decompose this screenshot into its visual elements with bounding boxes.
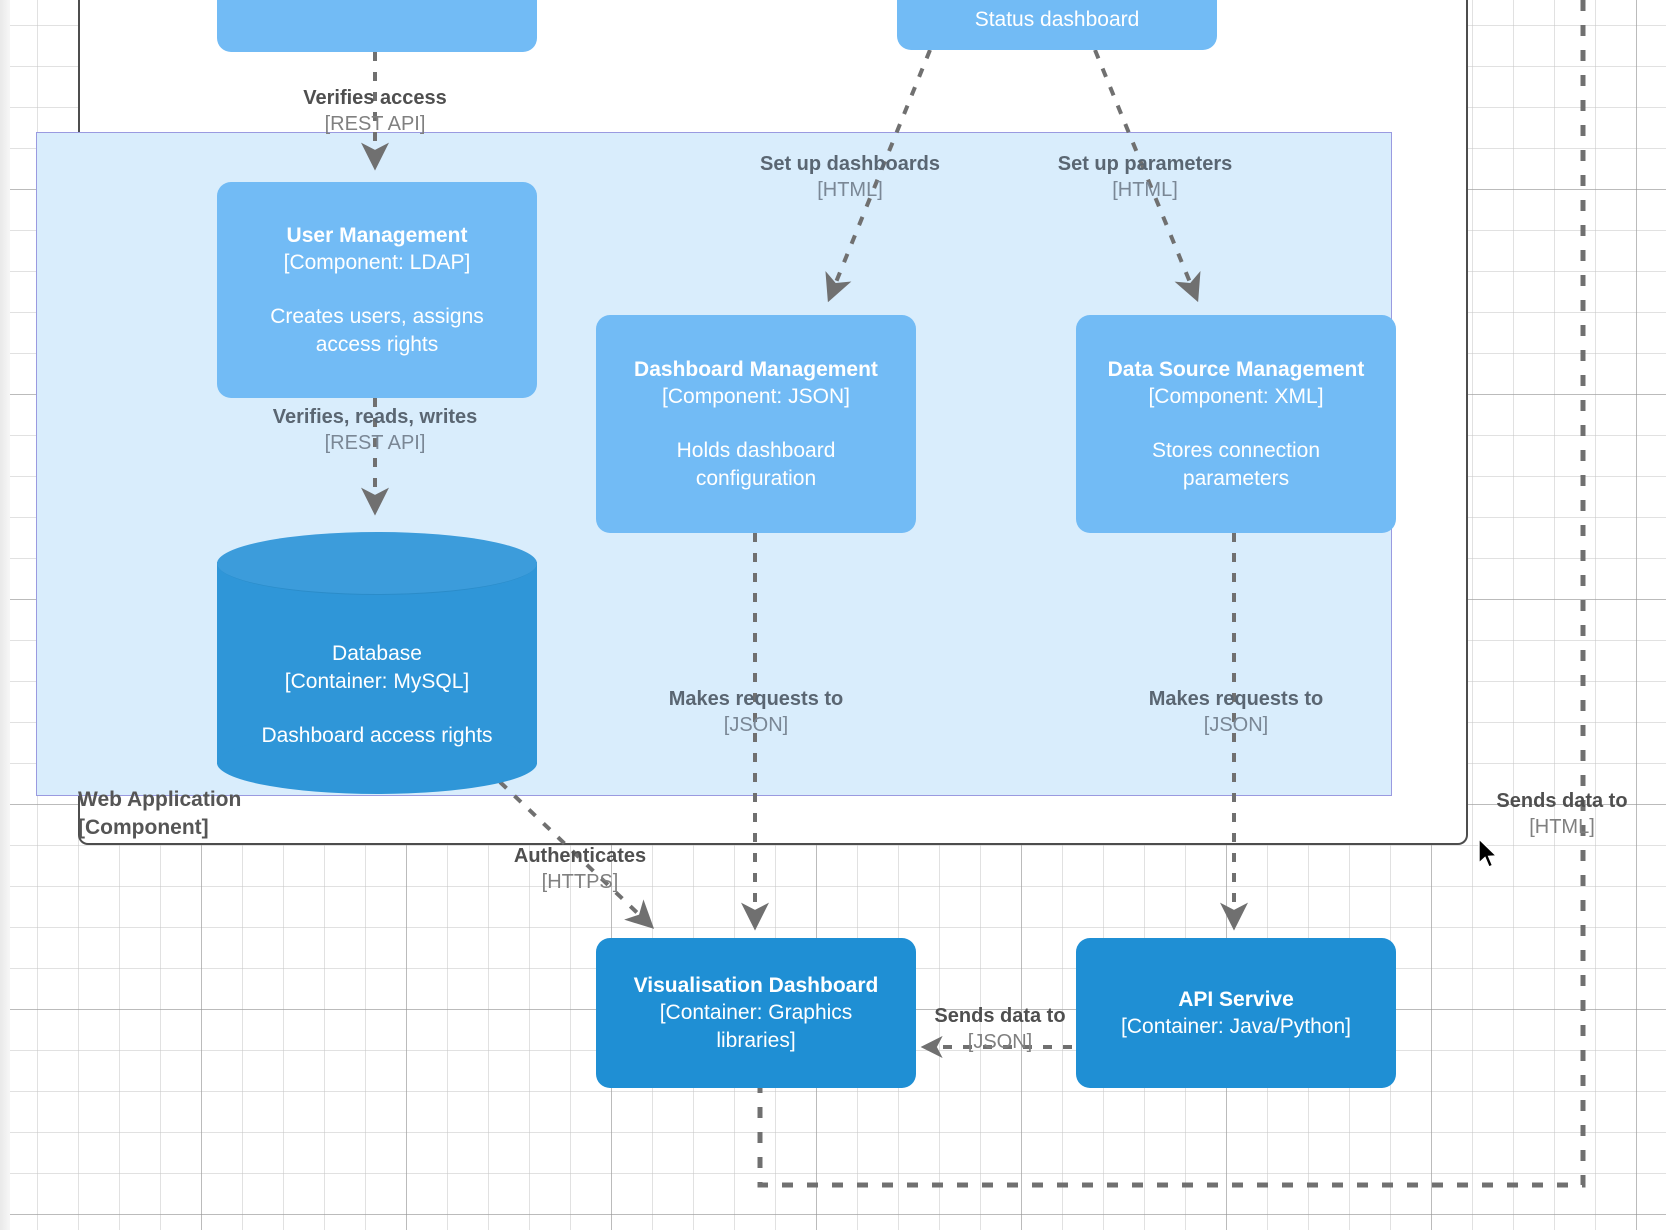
edge-label-verifies-reads-writes-text: Verifies, reads, writes xyxy=(272,406,478,428)
node-api-servive[interactable]: API Servive [Container: Java/Python] xyxy=(1076,938,1396,1088)
edge-label-verifies-reads-writes: Verifies, reads, writes [REST API] xyxy=(225,404,525,456)
node-data-source-management[interactable]: Data Source Management [Component: XML] … xyxy=(1076,315,1396,533)
node-visualisation-dashboard-title: Visualisation Dashboard xyxy=(633,973,879,997)
node-api-servive-title: API Servive xyxy=(1178,987,1294,1011)
edge-label-makes-requests-to-left: Makes requests to [JSON] xyxy=(606,686,906,738)
node-visualisation-dashboard[interactable]: Visualisation Dashboard [Container: Grap… xyxy=(596,938,916,1088)
node-status-dashboard-title: Status dashboard xyxy=(974,8,1140,31)
edge-label-set-up-dashboards: Set up dashboards [HTML] xyxy=(700,151,1000,203)
edge-label-verifies-access-tech: [REST API] xyxy=(324,113,426,135)
node-dashboard-management-desc: Holds dashboard configuration xyxy=(676,438,836,490)
edge-label-set-up-parameters-text: Set up parameters xyxy=(1057,153,1233,175)
node-database-desc: Dashboard access rights xyxy=(261,724,493,747)
node-data-source-management-desc: Stores connection parameters xyxy=(1151,438,1321,490)
database-body xyxy=(217,562,537,764)
boundary-label-line1: Web Application xyxy=(78,788,242,811)
node-database-title: Database xyxy=(332,642,422,665)
edge-label-sends-data-to-middle-tech: [JSON] xyxy=(967,1031,1033,1053)
edge-label-makes-requests-to-left-tech: [JSON] xyxy=(723,714,789,736)
node-database[interactable]: Database [Container: MySQL] Dashboard ac… xyxy=(217,532,537,794)
edge-label-authenticates-tech: [HTTPS] xyxy=(541,871,619,893)
edge-label-verifies-access: Verifies access [REST API] xyxy=(225,85,525,137)
node-api-servive-tech: [Container: Java/Python] xyxy=(1121,1014,1351,1038)
edge-label-set-up-parameters: Set up parameters [HTML] xyxy=(995,151,1295,203)
edge-label-verifies-access-text: Verifies access xyxy=(303,87,447,109)
boundary-label: Web Application [Component] xyxy=(78,786,241,842)
edge-label-sends-data-to-middle: Sends data to [JSON] xyxy=(920,1003,1080,1055)
mouse-cursor xyxy=(1478,838,1499,868)
node-user-management[interactable]: User Management [Component: LDAP] Create… xyxy=(217,182,537,398)
database-bottom-ellipse xyxy=(217,732,537,794)
node-visualisation-dashboard-tech: [Container: Graphics libraries] xyxy=(659,1000,853,1052)
node-dashboard-management[interactable]: Dashboard Management [Component: JSON] H… xyxy=(596,315,916,533)
edge-label-set-up-parameters-tech: [HTML] xyxy=(1112,179,1178,201)
edge-label-sends-data-to-right-tech: [HTML] xyxy=(1529,816,1595,838)
node-user-management-title: User Management xyxy=(286,223,468,247)
edge-label-authenticates-text: Authenticates xyxy=(513,845,647,867)
node-database-tech: [Container: MySQL] xyxy=(284,670,470,693)
canvas-left-edge xyxy=(0,0,10,1230)
edge-label-authenticates: Authenticates [HTTPS] xyxy=(430,843,730,895)
edge-label-verifies-reads-writes-tech: [REST API] xyxy=(324,432,426,454)
node-user-management-desc: Creates users, assigns access rights xyxy=(270,304,484,356)
edge-label-makes-requests-to-right: Makes requests to [JSON] xyxy=(1086,686,1386,738)
edge-label-sends-data-to-right: Sends data to [HTML] xyxy=(1452,788,1666,840)
edge-label-makes-requests-to-right-text: Makes requests to xyxy=(1148,688,1324,710)
edge-label-makes-requests-to-left-text: Makes requests to xyxy=(668,688,844,710)
edge-label-set-up-dashboards-text: Set up dashboards xyxy=(759,153,941,175)
node-dashboard-management-tech: [Component: JSON] xyxy=(662,384,850,408)
database-top-ellipse xyxy=(217,532,537,595)
edge-label-sends-data-to-middle-text: Sends data to xyxy=(934,1005,1066,1027)
edge-label-sends-data-to-right-text: Sends data to xyxy=(1496,790,1628,812)
node-status-dashboard[interactable]: Status dashboard xyxy=(897,0,1217,50)
boundary-label-line2: [Component] xyxy=(78,816,209,839)
node-user-management-tech: [Component: LDAP] xyxy=(283,250,471,274)
node-data-source-management-title: Data Source Management xyxy=(1107,357,1365,381)
node-top-left-partial[interactable] xyxy=(217,0,537,52)
edge-label-makes-requests-to-right-tech: [JSON] xyxy=(1203,714,1269,736)
database-text: Database [Container: MySQL] Dashboard ac… xyxy=(217,532,537,794)
node-data-source-management-tech: [Component: XML] xyxy=(1148,384,1324,408)
node-dashboard-management-title: Dashboard Management xyxy=(634,357,878,381)
edge-label-set-up-dashboards-tech: [HTML] xyxy=(817,179,883,201)
